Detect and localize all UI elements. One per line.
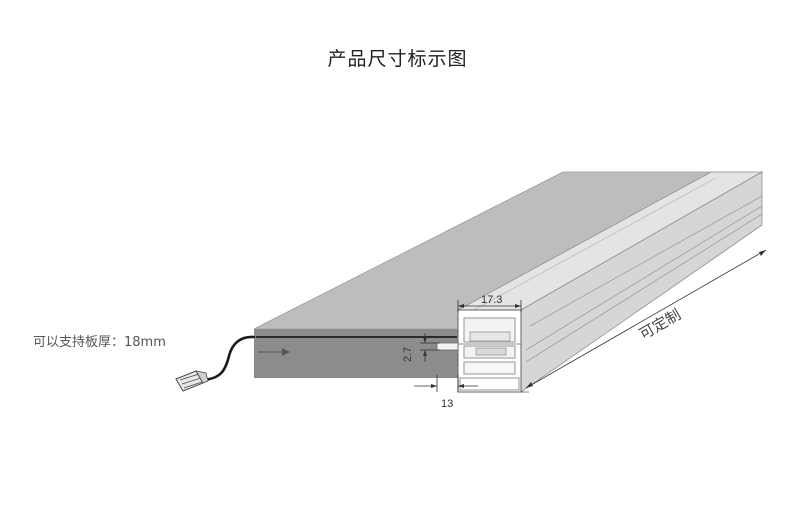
profile-cross-section bbox=[457, 309, 522, 393]
profile-groove bbox=[525, 205, 763, 351]
dimension-groove-label: 2.7 bbox=[402, 347, 414, 362]
dimension-depth-13 bbox=[414, 375, 478, 392]
dimension-groove-2-7 bbox=[420, 333, 440, 362]
connector-plug-icon bbox=[175, 370, 209, 392]
power-cable bbox=[202, 335, 256, 382]
profile-groove bbox=[469, 177, 717, 313]
profile-groove bbox=[525, 213, 763, 363]
board-thickness-note: 可以支持板厚：18mm bbox=[33, 335, 166, 350]
direction-arrow bbox=[258, 348, 290, 356]
diagram-title: 产品尺寸标示图 bbox=[327, 48, 468, 70]
dimension-width-label: 17.3 bbox=[481, 294, 502, 306]
dimension-length-customizable bbox=[521, 249, 767, 393]
led-strip bbox=[436, 342, 459, 351]
dimension-width-17-3 bbox=[457, 300, 522, 312]
profile-groove bbox=[529, 195, 763, 327]
dimension-depth-label: 13 bbox=[441, 398, 453, 410]
